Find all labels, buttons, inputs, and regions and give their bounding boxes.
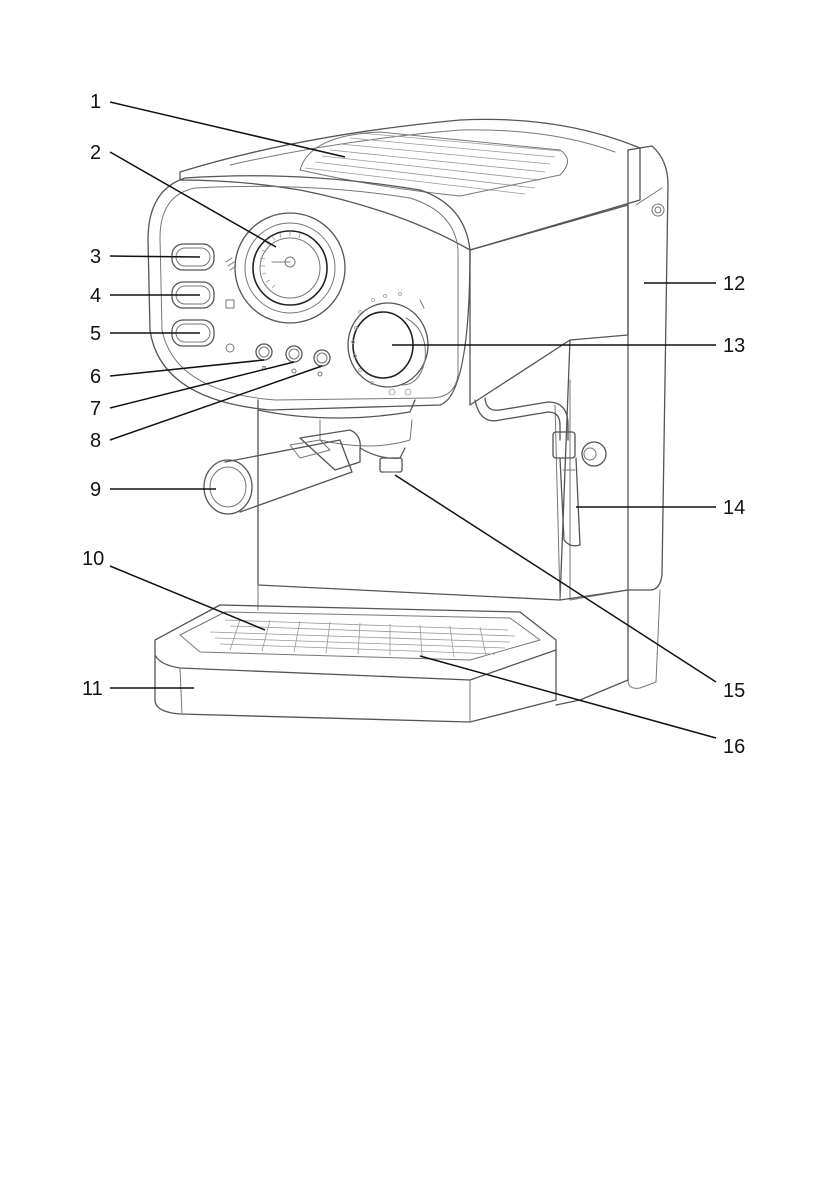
- callout-14: 14: [723, 497, 745, 519]
- callout-8: 8: [90, 430, 101, 452]
- leader-10: [110, 566, 265, 630]
- leader-6: [110, 360, 264, 376]
- drip-tray: [155, 605, 556, 722]
- callout-3: 3: [90, 246, 101, 268]
- control-buttons: [172, 244, 236, 352]
- steam-wand: [475, 398, 606, 546]
- leader-16: [420, 656, 716, 738]
- espresso-machine-illustration: [148, 119, 668, 722]
- leader-3: [110, 256, 200, 257]
- callout-12: 12: [723, 273, 745, 295]
- callout-9: 9: [90, 479, 101, 501]
- callout-15: 15: [723, 680, 745, 702]
- brew-head-portafilter: [204, 400, 415, 514]
- callout-7: 7: [90, 398, 101, 420]
- leader-8: [110, 366, 322, 440]
- indicator-lights: [256, 344, 330, 376]
- selector-knob: [348, 293, 428, 396]
- callout-6: 6: [90, 366, 101, 388]
- callout-13: 13: [723, 335, 745, 357]
- callout-16: 16: [723, 736, 745, 758]
- water-tank: [628, 146, 668, 688]
- callout-11: 11: [82, 678, 103, 700]
- callout-4: 4: [90, 285, 101, 307]
- callout-5: 5: [90, 323, 101, 345]
- leader-1: [110, 102, 345, 157]
- callout-1: 1: [90, 91, 101, 113]
- callout-2: 2: [90, 142, 101, 164]
- callout-leader-lines: [110, 102, 716, 738]
- pressure-gauge: [235, 213, 345, 323]
- leader-2: [110, 152, 276, 247]
- callout-10: 10: [82, 548, 104, 570]
